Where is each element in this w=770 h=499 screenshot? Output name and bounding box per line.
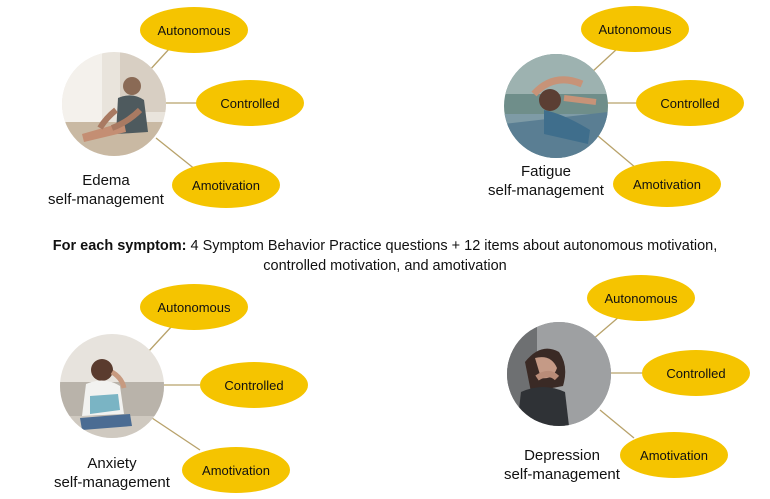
anxiety-caption: Anxiety self-management	[44, 454, 180, 492]
depression-photo	[507, 322, 611, 426]
caption-line: Depression	[524, 447, 600, 464]
oval-label: Controlled	[666, 365, 726, 381]
connector-fatigue-autonomous	[591, 47, 619, 73]
fatigue-autonomous-oval: Autonomous	[581, 6, 689, 52]
anxiety-photo	[60, 334, 164, 438]
oval-label: Autonomous	[157, 299, 231, 315]
instruction-bold: For each symptom:	[52, 238, 187, 254]
oval-label: Autonomous	[157, 22, 231, 38]
fatigue-photo	[504, 54, 608, 158]
edema-caption: Edema self-management	[38, 171, 174, 209]
depression-autonomous-oval: Autonomous	[587, 275, 695, 321]
instruction-text: For each symptom: 4 Symptom Behavior Pra…	[0, 236, 770, 276]
caption-line: self-management	[48, 191, 164, 208]
caption-line: self-management	[54, 474, 170, 491]
caption-line: self-management	[488, 182, 604, 199]
anxiety-amotivation-oval: Amotivation	[182, 447, 290, 493]
instruction-text-1: 4 Symptom Behavior Practice questions + …	[186, 238, 718, 254]
edema-photo	[62, 52, 166, 156]
caption-line: Edema	[82, 172, 130, 189]
person-lying-tired-icon	[504, 54, 608, 158]
edema-amotivation-oval: Amotivation	[172, 162, 280, 208]
oval-label: Controlled	[224, 377, 284, 393]
instruction-line-2: controlled motivation, and amotivation	[263, 258, 507, 274]
connector-fatigue-amotivation	[597, 135, 637, 169]
caption-line: self-management	[504, 466, 620, 483]
oval-label: Amotivation	[202, 462, 270, 478]
oval-label: Controlled	[220, 95, 280, 111]
connector-depression-autonomous	[591, 315, 621, 341]
fatigue-caption: Fatigue self-management	[478, 162, 614, 200]
anxiety-controlled-oval: Controlled	[200, 362, 308, 408]
caption-line: Fatigue	[520, 163, 572, 180]
connector-anxiety-autonomous	[147, 325, 173, 353]
oval-label: Autonomous	[604, 290, 678, 306]
oval-label: Amotivation	[640, 447, 708, 463]
fatigue-controlled-oval: Controlled	[636, 80, 744, 126]
anxiety-autonomous-oval: Autonomous	[140, 284, 248, 330]
oval-label: Amotivation	[192, 177, 260, 193]
oval-label: Controlled	[660, 95, 720, 111]
instruction-line-1: For each symptom: 4 Symptom Behavior Pra…	[0, 236, 770, 256]
woman-head-in-hands-icon	[507, 322, 611, 426]
connector-depression-amotivation	[599, 409, 635, 439]
caption-line: Anxiety	[87, 455, 137, 472]
man-massaging-leg-icon	[62, 52, 166, 156]
fatigue-amotivation-oval: Amotivation	[613, 161, 721, 207]
depression-caption: Depression self-management	[494, 446, 630, 484]
depression-controlled-oval: Controlled	[642, 350, 750, 396]
oval-label: Autonomous	[598, 21, 672, 37]
connector-edema-amotivation	[155, 137, 197, 171]
edema-controlled-oval: Controlled	[196, 80, 304, 126]
depression-amotivation-oval: Amotivation	[620, 432, 728, 478]
edema-autonomous-oval: Autonomous	[140, 7, 248, 53]
connector-anxiety-amotivation	[151, 417, 201, 451]
woman-on-couch-icon	[60, 334, 164, 438]
oval-label: Amotivation	[633, 176, 701, 192]
